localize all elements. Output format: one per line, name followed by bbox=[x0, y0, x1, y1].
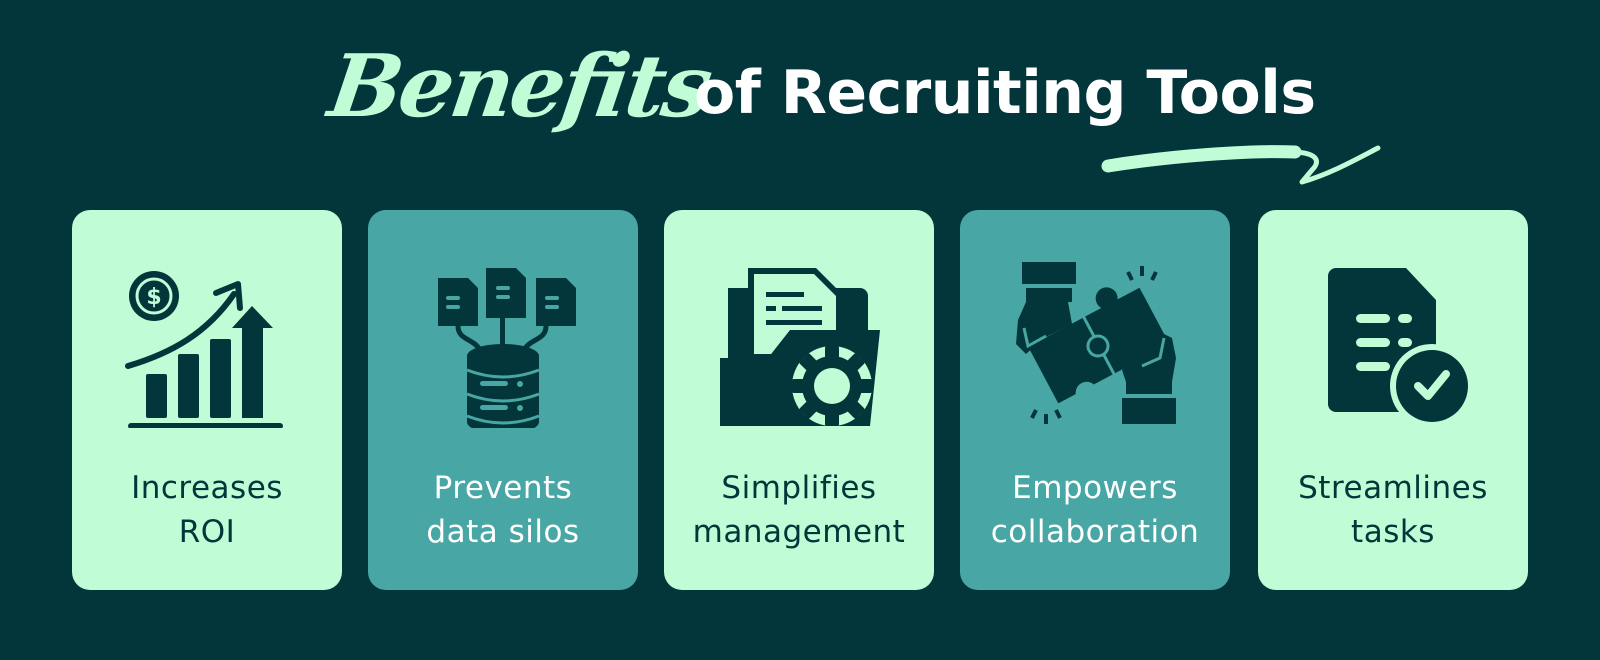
underline-swoosh-icon bbox=[1101, 145, 1381, 185]
card-label: Increases ROI bbox=[131, 470, 283, 550]
title-text: of Recruiting Tools bbox=[694, 58, 1316, 128]
puzzle-hands-icon bbox=[1016, 262, 1176, 424]
card-label: Streamlines tasks bbox=[1298, 470, 1488, 550]
benefit-card-prevents-data-silos: Prevents data silos bbox=[368, 210, 638, 590]
card-label: Prevents data silos bbox=[426, 470, 580, 550]
benefit-card-simplifies-management: Simplifies management bbox=[664, 210, 934, 590]
benefit-card-increases-roi: $ Increases ROI bbox=[72, 210, 342, 590]
document-checkmark-icon bbox=[1328, 268, 1474, 428]
card-label: Empowers collaboration bbox=[990, 470, 1200, 550]
header: Benefits of Recruiting Tools bbox=[0, 0, 1600, 200]
benefit-card-empowers-collaboration: Empowers collaboration bbox=[960, 210, 1230, 590]
folder-gear-icon bbox=[720, 268, 880, 426]
benefit-card-streamlines-tasks: Streamlines tasks bbox=[1258, 210, 1528, 590]
benefit-cards: $ Increases ROI bbox=[72, 210, 1528, 590]
database-documents-icon bbox=[438, 268, 576, 428]
title-script-word: Benefits bbox=[322, 36, 716, 137]
roi-growth-chart-icon: $ bbox=[125, 271, 283, 428]
card-label: Simplifies management bbox=[692, 470, 906, 550]
svg-text:$: $ bbox=[146, 285, 161, 310]
